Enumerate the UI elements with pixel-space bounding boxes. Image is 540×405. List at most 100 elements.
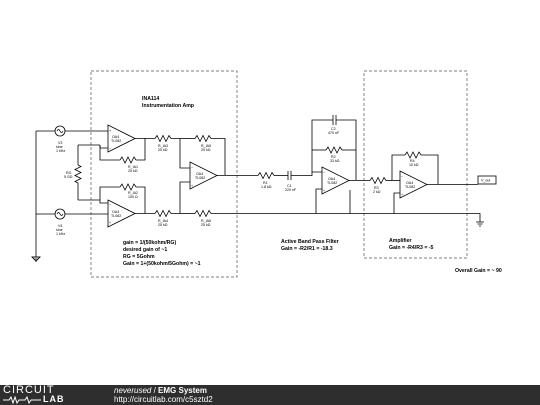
- r1-name: R1: [263, 181, 268, 185]
- r-ia3-name: R_IA3: [158, 144, 168, 148]
- r-ia5-name: R_IA5: [201, 144, 211, 148]
- ina-note-1: gain = 1/(50kohm/RG): [123, 240, 176, 246]
- schematic-canvas: INA114 Instrumentation Amp gain = 1/(50k…: [31, 70, 502, 278]
- opamp-oa4-bottom[interactable]: − +: [107, 199, 136, 228]
- r-ia6-name: R_IA6: [201, 219, 211, 223]
- r4-value: 10 kΩ: [409, 163, 419, 167]
- r2-value: 33 kΩ: [330, 159, 340, 163]
- logo-text-top: CIRCUIT: [3, 384, 55, 396]
- circuit-title: EMG System: [158, 386, 207, 395]
- v4-type: sine: [56, 228, 63, 232]
- ground-symbol-left: [32, 256, 40, 262]
- rg-value: 5 GΩ: [64, 175, 73, 179]
- r-ia3-value: 25 kΩ: [158, 148, 168, 152]
- ground-symbol-right: [476, 221, 484, 227]
- r-ia1-name: R_IA1: [128, 165, 138, 169]
- r-ia2-value: 100 Ω: [128, 195, 138, 199]
- source-v4[interactable]: [54, 208, 66, 220]
- author-link[interactable]: neverused: [114, 386, 152, 395]
- ina-note-4: Gain = 1+(50kohm/5Gohm) = ~1: [123, 261, 201, 267]
- c1-value: 220 nF: [285, 188, 297, 192]
- title-separator: /: [151, 386, 159, 395]
- ina-note-2: desired gain of ~1: [123, 247, 167, 253]
- resistor-r-ia5[interactable]: [194, 134, 212, 143]
- resistor-r4[interactable]: [404, 151, 422, 159]
- oa4-bottom-name: OA4: [112, 210, 119, 214]
- oa4-top-name: OA4: [112, 135, 119, 139]
- circuit-url-link[interactable]: http://circuitlab.com/c5sztd2: [114, 395, 213, 404]
- v4-name: V4: [58, 224, 62, 228]
- c2-value: 470 nF: [328, 131, 340, 135]
- footer-title-line: neverused / EMG System: [114, 386, 207, 395]
- r1-value: 1.8 kΩ: [261, 185, 272, 189]
- c2-name: C2: [331, 127, 336, 131]
- r4-name: R4: [410, 159, 415, 163]
- r3-value: 2 kΩ: [373, 190, 381, 194]
- bandpass-title: Active Band Pass Filter: [281, 239, 339, 245]
- c1-name: C1: [287, 184, 292, 188]
- v3-name: V3: [58, 141, 62, 145]
- r-ia5-value: 25 kΩ: [201, 148, 211, 152]
- circuitlab-logo[interactable]: CIRCUIT LAB: [3, 385, 91, 405]
- ina114-block-border: [90, 70, 238, 278]
- opamp-oa4-difference[interactable]: − +: [189, 161, 218, 190]
- ina-title: INA114: [142, 96, 159, 102]
- v3-freq: 1 kHz: [56, 149, 65, 153]
- amplifier-block-border: [363, 70, 468, 259]
- svg-text:−: −: [109, 147, 111, 151]
- resistor-r1[interactable]: [257, 171, 275, 180]
- capacitor-c1[interactable]: [287, 171, 292, 180]
- ina-note-3: RG = 5Gohm: [123, 254, 155, 260]
- resistor-r-ia1[interactable]: [119, 156, 137, 164]
- svg-text:−: −: [323, 171, 325, 175]
- svg-text:−: −: [109, 203, 111, 207]
- resistor-r3[interactable]: [369, 176, 387, 185]
- overall-gain: Overall Gain = ~ 90: [455, 268, 502, 274]
- circuit-schematic: INA114 Instrumentation Amp gain = 1/(50k…: [31, 70, 502, 278]
- svg-text:+: +: [109, 129, 111, 133]
- svg-text:+: +: [191, 184, 193, 188]
- r-ia4-name: R_IA4: [158, 219, 168, 223]
- svg-text:+: +: [323, 189, 325, 193]
- oa4-bp-part: TL082: [327, 181, 337, 185]
- bandpass-gain: Gain = -R2/R1 = -18.3: [281, 246, 333, 252]
- oa4-bp-name: OA4: [328, 177, 335, 181]
- rg-name: RG: [66, 171, 72, 175]
- r3-name: R3: [374, 186, 379, 190]
- amplifier-gain: Gain = -R4/R3 = -5: [389, 245, 434, 251]
- r-ia6-value: 25 kΩ: [201, 223, 211, 227]
- opamp-oa4-bandpass[interactable]: − +: [321, 166, 350, 195]
- vout-terminal[interactable]: [477, 175, 497, 185]
- source-v3[interactable]: [54, 125, 66, 137]
- resistor-rg[interactable]: [74, 164, 82, 186]
- resistor-r2[interactable]: [325, 146, 343, 154]
- resistor-r-ia4[interactable]: [154, 209, 172, 218]
- oa4-diff-name: OA4: [196, 172, 203, 176]
- vout-label: V_out: [481, 179, 490, 183]
- v3-type: sine: [56, 145, 63, 149]
- logo-waveform-icon: [3, 396, 41, 404]
- v4-freq: 1 kHz: [56, 232, 65, 236]
- svg-text:+: +: [109, 221, 111, 225]
- resistor-r-ia2[interactable]: [119, 183, 137, 191]
- svg-text:−: −: [401, 175, 403, 179]
- ina-subtitle: Instrumentation Amp: [142, 103, 194, 109]
- capacitor-c2[interactable]: [332, 115, 337, 125]
- r2-name: R2: [331, 155, 336, 159]
- oa4-top-part: TL082: [111, 139, 121, 143]
- footer-bar: CIRCUIT LAB neverused / EMG System http:…: [0, 385, 540, 405]
- r-ia1-value: 25 kΩ: [128, 169, 138, 173]
- logo-text-bottom: LAB: [43, 394, 65, 404]
- oa4-diff-part: TL082: [195, 176, 205, 180]
- oa4-bottom-part: TL082: [111, 214, 121, 218]
- resistor-r-ia6[interactable]: [194, 209, 212, 218]
- resistor-r-ia3[interactable]: [154, 134, 172, 143]
- amplifier-title: Amplifier: [389, 238, 411, 244]
- opamp-oa4-top[interactable]: + −: [107, 124, 136, 153]
- r-ia2-name: R_IA2: [128, 191, 138, 195]
- opamp-oa4-amplifier[interactable]: − +: [399, 170, 428, 199]
- svg-text:−: −: [191, 166, 193, 170]
- oa4-amp-part: TL082: [405, 185, 415, 189]
- svg-text:+: +: [401, 193, 403, 197]
- oa4-amp-name: OA4: [406, 181, 413, 185]
